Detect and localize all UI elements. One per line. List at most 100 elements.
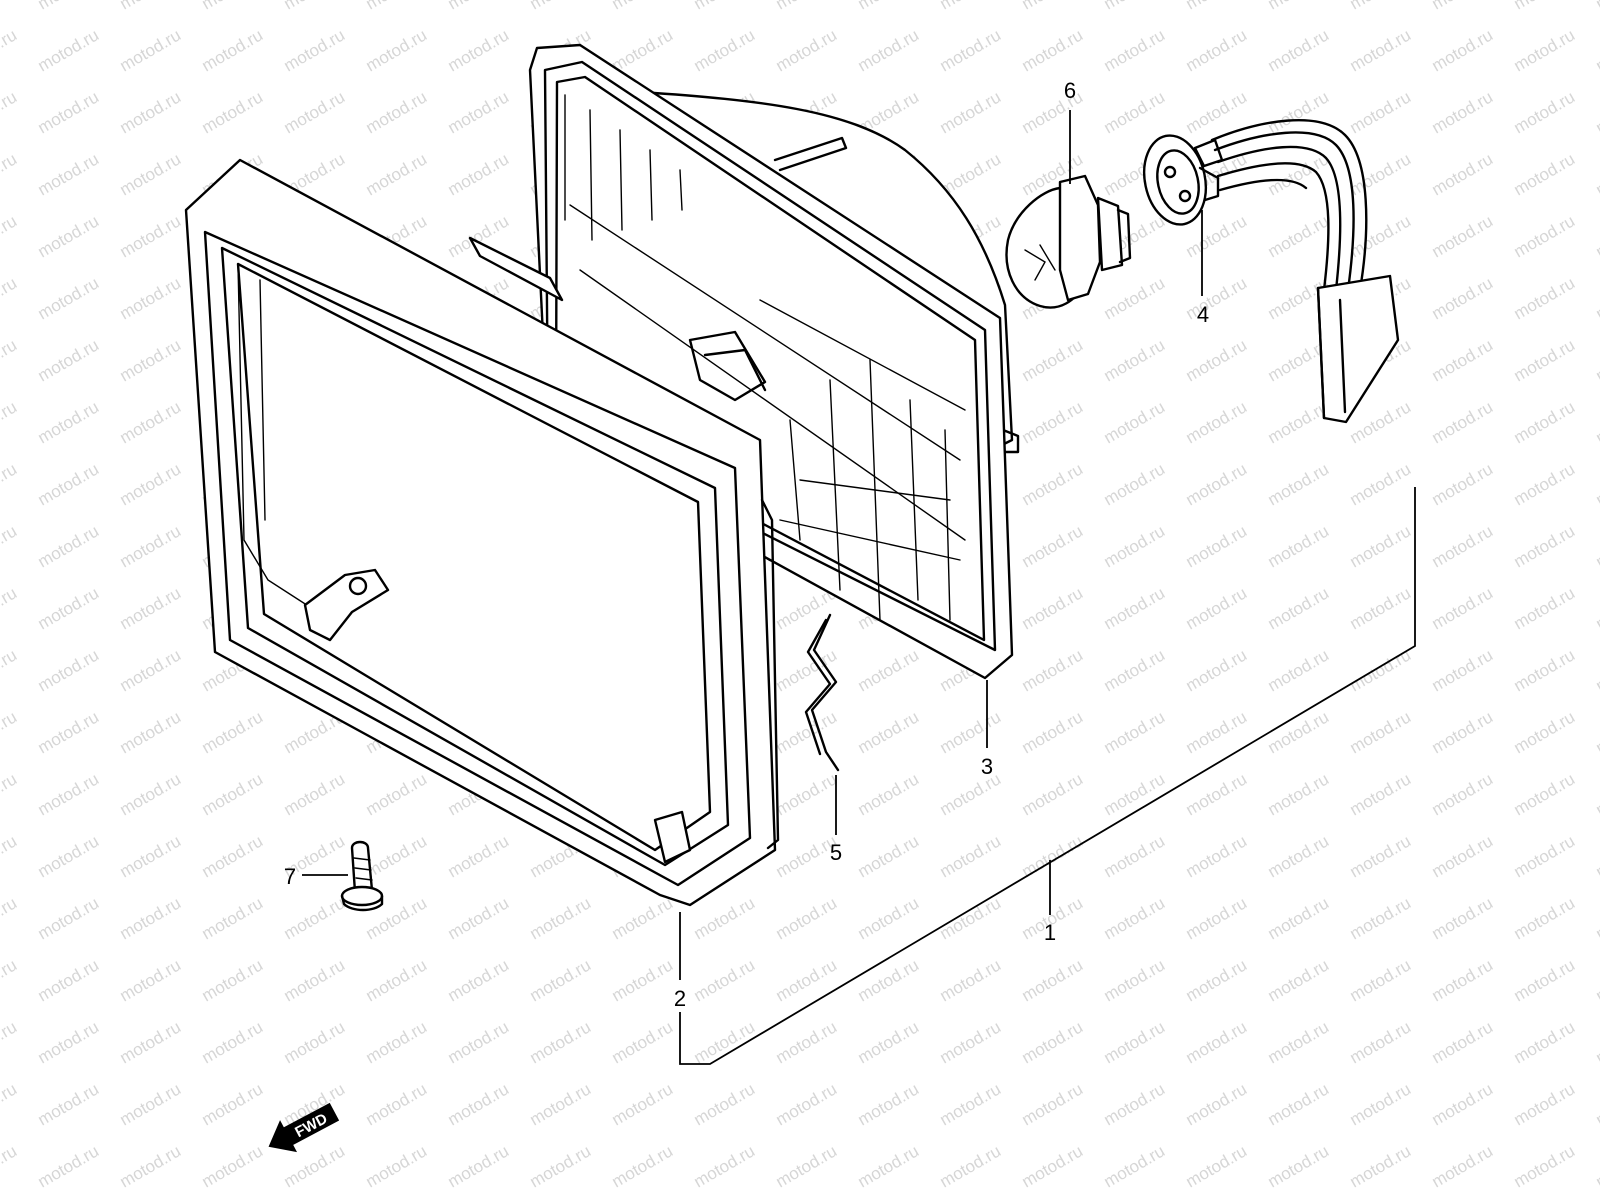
watermark-text: motod.ru	[1101, 521, 1169, 571]
watermark-text: motod.ru	[1183, 1079, 1251, 1129]
watermark-text: motod.ru	[445, 1079, 513, 1129]
watermark-text: motod.ru	[1511, 893, 1579, 943]
watermark-text: motod.ru	[1347, 25, 1415, 75]
watermark-text: motod.ru	[117, 335, 185, 385]
watermark-text: motod.ru	[937, 1141, 1005, 1191]
callout-4: 4	[1197, 302, 1209, 327]
watermark-text: motod.ru	[773, 1141, 841, 1191]
watermark-text: motod.ru	[1593, 831, 1600, 881]
watermark-text: motod.ru	[1347, 583, 1415, 633]
watermark-text: motod.ru	[1101, 273, 1169, 323]
watermark-text: motod.ru	[117, 459, 185, 509]
watermark-text: motod.ru	[0, 87, 20, 137]
watermark-text: motod.ru	[1593, 1141, 1600, 1191]
watermark-text: motod.ru	[527, 955, 595, 1005]
watermark-text: motod.ru	[1019, 335, 1087, 385]
watermark-text: motod.ru	[35, 831, 103, 881]
watermark-text: motod.ru	[937, 707, 1005, 757]
watermark-text: motod.ru	[1265, 0, 1333, 13]
watermark-text: motod.ru	[1265, 521, 1333, 571]
watermark-text: motod.ru	[1593, 273, 1600, 323]
watermark-text: motod.ru	[1183, 1017, 1251, 1067]
watermark-text: motod.ru	[35, 459, 103, 509]
watermark-text: motod.ru	[117, 87, 185, 137]
watermark-text: motod.ru	[1101, 459, 1169, 509]
watermark-text: motod.ru	[1019, 1079, 1087, 1129]
watermark-text: motod.ru	[1511, 1141, 1579, 1191]
watermark-text: motod.ru	[363, 831, 431, 881]
watermark-text: motod.ru	[1429, 335, 1497, 385]
watermark-text: motod.ru	[855, 0, 923, 13]
watermark-text: motod.ru	[1183, 955, 1251, 1005]
watermark-text: motod.ru	[0, 955, 20, 1005]
watermark-text: motod.ru	[363, 955, 431, 1005]
watermark-text: motod.ru	[1101, 1017, 1169, 1067]
watermark-text: motod.ru	[1593, 769, 1600, 819]
watermark-text: motod.ru	[35, 955, 103, 1005]
watermark-text: motod.ru	[117, 25, 185, 75]
retaining-spring	[804, 613, 840, 772]
watermark-text: motod.ru	[1429, 645, 1497, 695]
watermark-text: motod.ru	[1183, 583, 1251, 633]
watermark-text: motod.ru	[1347, 0, 1415, 13]
watermark-text: motod.ru	[1347, 1079, 1415, 1129]
watermark-text: motod.ru	[35, 1079, 103, 1129]
watermark-text: motod.ru	[117, 893, 185, 943]
watermark-text: motod.ru	[363, 1079, 431, 1129]
watermark-text: motod.ru	[1347, 707, 1415, 757]
watermark-text: motod.ru	[691, 955, 759, 1005]
watermark-text: motod.ru	[1429, 87, 1497, 137]
watermark-text: motod.ru	[199, 893, 267, 943]
watermark-text: motod.ru	[1593, 1017, 1600, 1067]
watermark-text: motod.ru	[1183, 645, 1251, 695]
watermark-text: motod.ru	[0, 1141, 20, 1191]
watermark-text: motod.ru	[1019, 25, 1087, 75]
watermark-text: motod.ru	[1019, 521, 1087, 571]
watermark-text: motod.ru	[1511, 0, 1579, 13]
watermark-text: motod.ru	[1019, 459, 1087, 509]
watermark-text: motod.ru	[1429, 0, 1497, 13]
watermark-text: motod.ru	[1101, 707, 1169, 757]
watermark-text: motod.ru	[281, 25, 349, 75]
watermark-text: motod.ru	[199, 0, 267, 13]
watermark-text: motod.ru	[117, 831, 185, 881]
watermark-text: motod.ru	[1183, 335, 1251, 385]
watermark-text: motod.ru	[1265, 87, 1333, 137]
watermark-text: motod.ru	[35, 521, 103, 571]
watermark-text: motod.ru	[773, 0, 841, 13]
watermark-text: motod.ru	[1019, 1017, 1087, 1067]
watermark-text: motod.ru	[1265, 831, 1333, 881]
watermark-text: motod.ru	[199, 1079, 267, 1129]
watermark-text: motod.ru	[1265, 459, 1333, 509]
watermark-text: motod.ru	[199, 955, 267, 1005]
watermark-text: motod.ru	[1511, 211, 1579, 261]
watermark-text: motod.ru	[35, 707, 103, 757]
watermark-text: motod.ru	[0, 769, 20, 819]
watermark-text: motod.ru	[199, 707, 267, 757]
watermark-text: motod.ru	[1511, 149, 1579, 199]
leader-lines	[302, 110, 1416, 1065]
watermark-text: motod.ru	[445, 25, 513, 75]
watermark-text: motod.ru	[937, 1079, 1005, 1129]
watermark-text: motod.ru	[363, 149, 431, 199]
watermark-text: motod.ru	[1265, 893, 1333, 943]
watermark-text: motod.ru	[1101, 87, 1169, 137]
watermark-text: motod.ru	[1347, 831, 1415, 881]
watermark-text: motod.ru	[35, 769, 103, 819]
watermark-text: motod.ru	[281, 87, 349, 137]
watermark-text: motod.ru	[1019, 769, 1087, 819]
callout-1: 1	[1044, 920, 1056, 945]
watermark-text: motod.ru	[937, 893, 1005, 943]
watermark-text: motod.ru	[445, 1141, 513, 1191]
watermark-text: motod.ru	[1347, 1017, 1415, 1067]
watermark-text: motod.ru	[1511, 87, 1579, 137]
watermark-text: motod.ru	[1183, 273, 1251, 323]
watermark-text: motod.ru	[1019, 955, 1087, 1005]
callout-6: 6	[1064, 78, 1076, 103]
watermark-text: motod.ru	[1183, 0, 1251, 13]
watermark-text: motod.ru	[855, 25, 923, 75]
watermark-text: motod.ru	[1019, 645, 1087, 695]
watermark-text: motod.ru	[1593, 707, 1600, 757]
watermark-text: motod.ru	[445, 0, 513, 13]
watermark-text: motod.ru	[0, 335, 20, 385]
